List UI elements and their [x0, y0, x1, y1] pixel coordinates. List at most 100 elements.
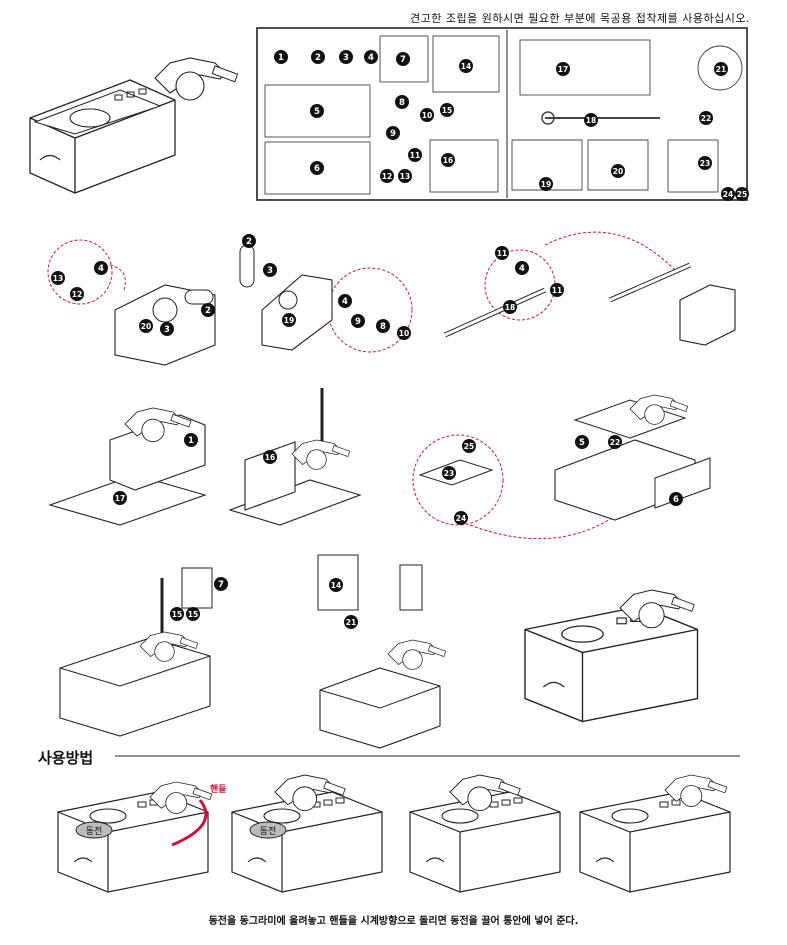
- part-badge-13: 13: [398, 169, 412, 183]
- part-badge-5: 5: [310, 104, 324, 118]
- svg-text:16: 16: [265, 453, 275, 462]
- svg-text:6: 6: [673, 495, 679, 505]
- svg-text:11: 11: [497, 249, 507, 258]
- part-badge-15: 15: [186, 607, 200, 621]
- step-4: [608, 262, 736, 346]
- part-badge-3: 3: [263, 263, 277, 277]
- part-badge-14: 14: [459, 59, 473, 73]
- part-badge-4: 4: [364, 50, 378, 64]
- step-7: [412, 394, 711, 540]
- assembly-tip: 견고한 조립을 원하시면 필요한 부분에 목공용 접착제를 사용하십시오.: [410, 12, 750, 25]
- part-badge-11: 11: [550, 283, 564, 297]
- svg-text:15: 15: [188, 610, 198, 619]
- part-badge-23: 23: [698, 156, 712, 170]
- svg-text:2: 2: [315, 53, 321, 63]
- usage-step-3: [409, 774, 561, 893]
- svg-text:3: 3: [267, 266, 273, 276]
- svg-text:15: 15: [172, 610, 182, 619]
- part-badge-6: 6: [669, 492, 683, 506]
- handle-label: 핸들: [210, 783, 227, 795]
- svg-text:24: 24: [456, 514, 466, 523]
- step-3: [443, 231, 676, 338]
- svg-text:2: 2: [205, 306, 211, 316]
- svg-text:11: 11: [552, 286, 562, 295]
- part-badge-9: 9: [351, 314, 365, 328]
- step-1: [47, 239, 216, 366]
- coin-label-2: 동전: [249, 821, 287, 839]
- svg-text:22: 22: [701, 114, 711, 123]
- part-badge-20: 20: [139, 319, 153, 333]
- part-badge-7: 7: [214, 577, 228, 591]
- part-badge-9: 9: [386, 126, 400, 140]
- svg-text:10: 10: [422, 111, 432, 120]
- coin-label-1: 동전: [75, 821, 113, 839]
- part-badge-20: 20: [611, 164, 625, 178]
- svg-text:6: 6: [314, 164, 320, 174]
- part-badge-13: 13: [51, 271, 65, 285]
- step-5: [48, 407, 207, 526]
- svg-text:21: 21: [346, 618, 356, 627]
- part-badge-25: 25: [462, 439, 476, 453]
- part-badge-3: 3: [160, 322, 174, 336]
- step-6: [228, 388, 362, 526]
- part-badge-2: 2: [242, 234, 256, 248]
- part-badge-6: 6: [310, 161, 324, 175]
- step-8: [59, 567, 213, 737]
- step-10-complete: [524, 589, 699, 723]
- svg-text:21: 21: [716, 65, 726, 74]
- svg-text:9: 9: [355, 317, 361, 327]
- part-badge-8: 8: [395, 95, 409, 109]
- svg-text:동전: 동전: [86, 826, 103, 837]
- svg-text:15: 15: [442, 106, 452, 115]
- finished-box-top: [29, 57, 239, 194]
- part-badge-25: 25: [735, 187, 749, 201]
- svg-text:13: 13: [53, 274, 63, 283]
- svg-text:2: 2: [246, 237, 252, 247]
- part-badge-12: 12: [380, 169, 394, 183]
- part-badge-14: 14: [329, 578, 343, 592]
- part-badge-21: 21: [344, 615, 358, 629]
- part-badge-22: 22: [699, 111, 713, 125]
- svg-text:16: 16: [443, 156, 453, 165]
- svg-text:19: 19: [541, 180, 551, 189]
- svg-text:25: 25: [737, 190, 747, 199]
- part-badge-19: 19: [539, 177, 553, 191]
- part-badge-24: 24: [721, 187, 735, 201]
- svg-text:12: 12: [72, 290, 82, 299]
- svg-text:12: 12: [382, 172, 392, 181]
- part-badge-15: 15: [440, 103, 454, 117]
- svg-text:5: 5: [579, 438, 585, 448]
- part-badge-10: 10: [420, 108, 434, 122]
- svg-text:20: 20: [141, 322, 151, 331]
- usage-title: 사용방법: [38, 749, 94, 767]
- svg-text:동전: 동전: [260, 826, 277, 837]
- svg-text:4: 4: [342, 297, 348, 307]
- svg-text:13: 13: [400, 172, 410, 181]
- svg-text:4: 4: [98, 264, 104, 274]
- part-badge-23: 23: [442, 466, 456, 480]
- svg-text:25: 25: [464, 442, 474, 451]
- part-badge-1: 1: [274, 50, 288, 64]
- part-badge-22: 22: [608, 435, 622, 449]
- part-badge-16: 16: [441, 153, 455, 167]
- part-badge-5: 5: [575, 435, 589, 449]
- part-badge-11: 11: [495, 246, 509, 260]
- svg-text:10: 10: [399, 329, 409, 338]
- part-badge-17: 17: [556, 62, 570, 76]
- part-badge-18: 18: [503, 300, 517, 314]
- part-badge-10: 10: [397, 326, 411, 340]
- part-badge-24: 24: [454, 511, 468, 525]
- svg-text:14: 14: [461, 62, 471, 71]
- svg-text:23: 23: [444, 469, 454, 478]
- svg-text:7: 7: [400, 55, 406, 65]
- usage-note: 동전을 동그라미에 올려놓고 핸들을 시계방향으로 돌리면 동전을 끌어 통안에…: [208, 916, 579, 927]
- svg-text:4: 4: [519, 264, 525, 274]
- part-badge-4: 4: [94, 261, 108, 275]
- svg-text:4: 4: [368, 53, 374, 63]
- part-badge-7: 7: [396, 52, 410, 66]
- svg-text:17: 17: [115, 494, 125, 503]
- svg-text:24: 24: [723, 190, 733, 199]
- svg-text:18: 18: [586, 116, 596, 125]
- step-9: [317, 554, 447, 749]
